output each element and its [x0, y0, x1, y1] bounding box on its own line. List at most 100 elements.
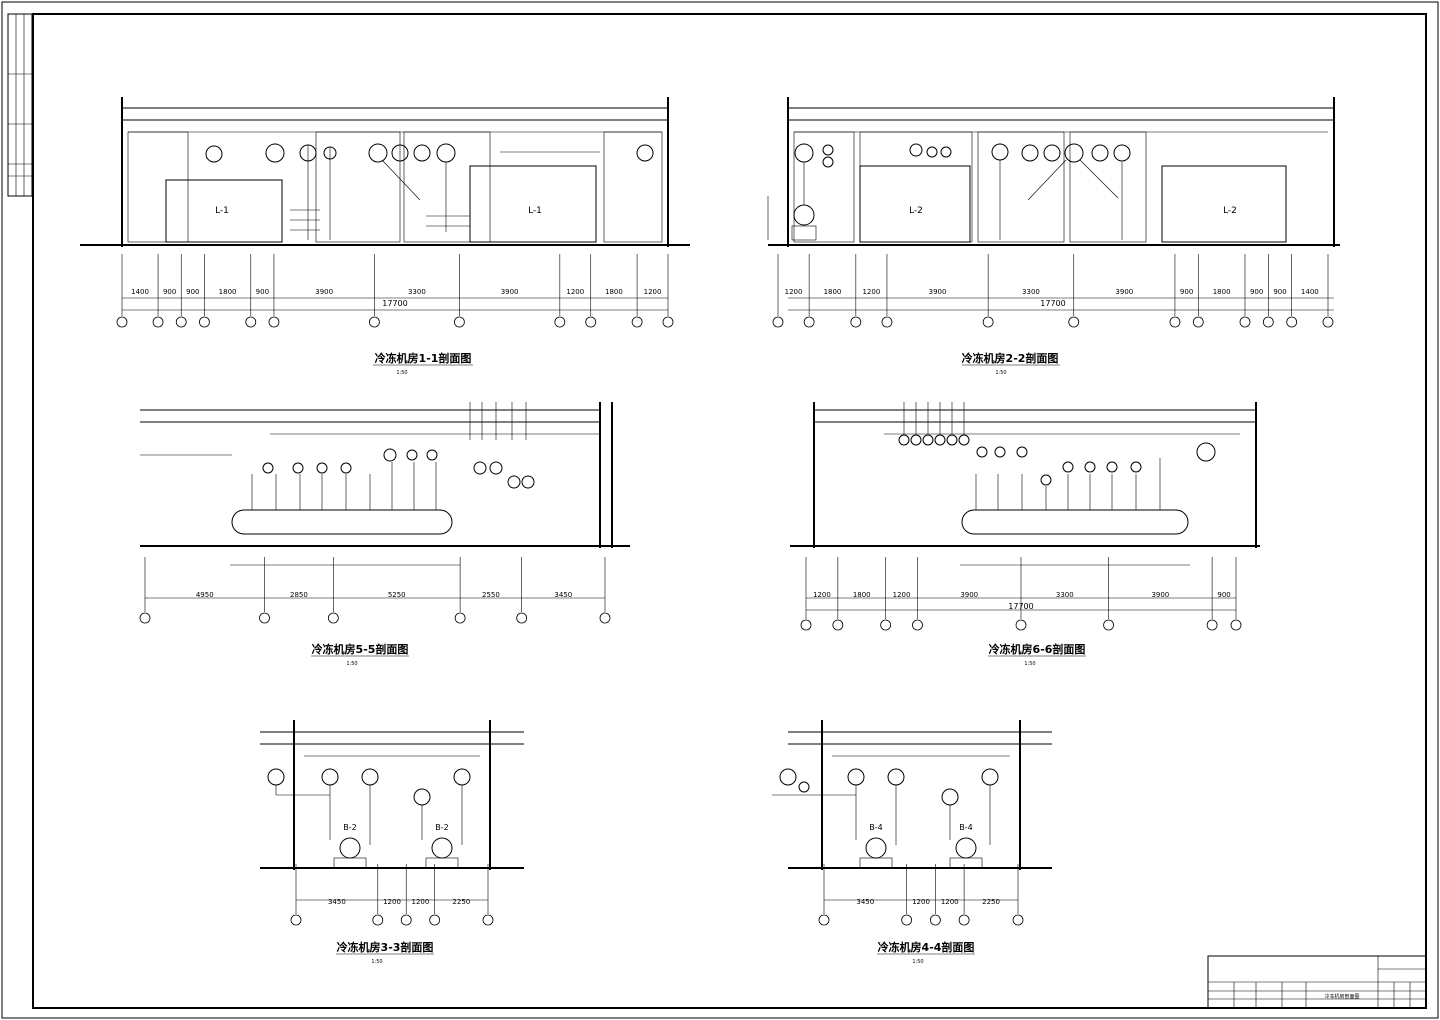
pipe-section [426, 449, 438, 461]
pipe-section [794, 143, 814, 163]
pipe-section [976, 446, 988, 458]
chiller-unit [859, 165, 971, 243]
chiller-unit [1161, 165, 1287, 243]
axis-bubble [1068, 316, 1080, 328]
axis-bubble [327, 612, 339, 624]
view-scale: 1:50 [995, 370, 1006, 376]
pipe-section [1021, 144, 1039, 162]
pipe-section [926, 146, 938, 158]
dimension-label: 1800 [219, 288, 237, 296]
pump [339, 837, 361, 859]
axis-bubble [259, 612, 270, 624]
dimension-label: 1400 [1301, 288, 1319, 296]
dimension-label: 3900 [315, 288, 333, 296]
pipe-section [265, 143, 285, 163]
axis-bubble [1015, 619, 1027, 631]
axis-bubble [850, 316, 862, 328]
dimension-label: 1200 [912, 898, 930, 906]
pipe-section [453, 768, 471, 786]
pipe-section [340, 462, 352, 474]
pipe-section [383, 448, 397, 462]
dimension-label: 3900 [960, 591, 978, 599]
pipe-section [473, 461, 487, 475]
pipe-section [361, 768, 379, 786]
dimension-label: 900 [256, 288, 269, 296]
axis-bubble [599, 612, 611, 624]
axis-bubble [199, 316, 210, 328]
dimension-label: 1200 [862, 288, 880, 296]
section-view-2-2 [767, 97, 1340, 311]
axis-bubble [152, 316, 164, 328]
axis-bubble [1192, 316, 1204, 328]
pump [865, 837, 887, 859]
unit-label: B-2 [435, 823, 448, 832]
dimension-label: 1200 [785, 288, 803, 296]
dimension-label: 2850 [290, 591, 308, 599]
dimension-label: 1200 [566, 288, 584, 296]
pipe-section [946, 434, 958, 446]
pipe-section [292, 462, 304, 474]
pipe-section [316, 462, 328, 474]
axis-bubble [1169, 316, 1181, 328]
view-title: 冷冻机房4-4剖面图 [878, 940, 975, 954]
axis-bubble [1286, 316, 1298, 328]
axis-bubble [1206, 619, 1218, 631]
dimension-label: 1800 [1213, 288, 1231, 296]
dimension-label: 5250 [388, 591, 406, 599]
axis-bubble [901, 914, 913, 926]
pipe-section [798, 781, 810, 793]
dimension-label: 1200 [893, 591, 911, 599]
axis-bubble [268, 316, 280, 328]
dimension-label: 1200 [644, 288, 662, 296]
total-dimension-label: 17700 [1008, 602, 1033, 611]
section-view-5-5 [140, 402, 630, 599]
section-view-4-4 [772, 720, 1052, 901]
dimension-label: 1200 [941, 898, 959, 906]
pipe-section [436, 143, 456, 163]
axis-bubble [1322, 316, 1334, 328]
inner-border [32, 13, 1427, 1009]
dimension-label: 900 [1273, 288, 1286, 296]
axis-bubble [982, 316, 994, 328]
dimension-label: 1800 [824, 288, 842, 296]
axis-bubble [1239, 316, 1251, 328]
axis-bubble [290, 914, 302, 926]
pump-base [791, 225, 817, 241]
dimension-label: 3300 [1022, 288, 1040, 296]
axis-bubble [1103, 619, 1114, 631]
axis-bubble [482, 914, 494, 926]
pipe-section [1113, 144, 1131, 162]
pipe-section [779, 768, 797, 786]
pipe-section [941, 788, 959, 806]
axis-bubble [772, 316, 784, 328]
axis-bubble [929, 914, 941, 926]
dimension-label: 2550 [482, 591, 500, 599]
pump-base [949, 857, 983, 869]
pipe-section [489, 461, 503, 475]
axis-bubble [585, 316, 597, 328]
pipe-section [822, 144, 834, 156]
chiller-unit [469, 165, 597, 243]
pipe-section [1091, 144, 1109, 162]
title-block [1207, 955, 1427, 1009]
unit-label: L-2 [1223, 206, 1237, 216]
dimension-label: 1800 [853, 591, 871, 599]
axis-bubble [958, 914, 970, 926]
drawing-name: 冷冻机房剖面图 [1324, 993, 1359, 1000]
pipe-section [1016, 446, 1028, 458]
pipe-section [991, 143, 1009, 161]
axis-bubble [116, 316, 128, 328]
axis-bubble [245, 316, 257, 328]
view-scale: 1:50 [1024, 661, 1035, 667]
pipe-section [507, 475, 521, 489]
pipe-section [1043, 144, 1061, 162]
unit-label: L-1 [215, 206, 229, 216]
